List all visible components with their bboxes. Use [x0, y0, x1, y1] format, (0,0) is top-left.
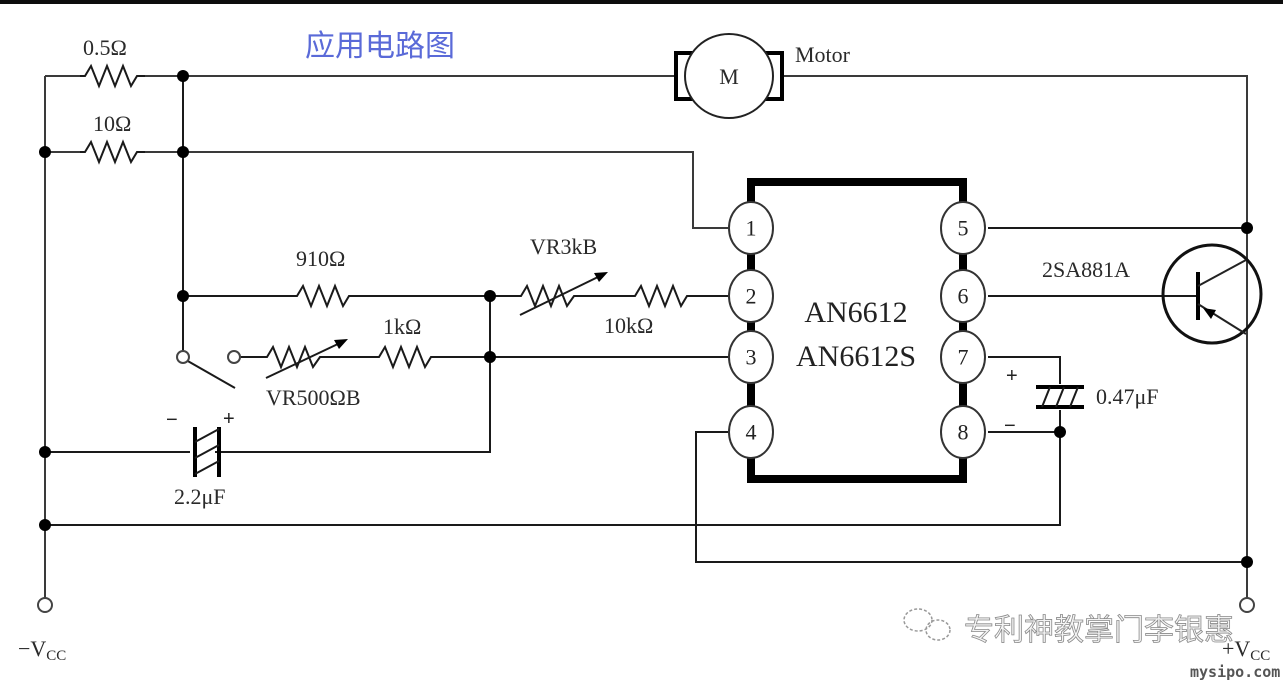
- ic-pin-6: 6: [940, 269, 986, 323]
- pos-vcc-terminal[interactable]: +VCC: [1222, 597, 1270, 664]
- label-r1: 0.5Ω: [83, 35, 127, 60]
- svg-text:4: 4: [746, 420, 757, 445]
- ic-pin-2: 2: [728, 269, 774, 323]
- junction-node: [177, 146, 189, 158]
- ic-an6612: AN6612 AN6612S 1 2 3 4 5 6 7 8: [728, 178, 986, 483]
- transistor-2sa881a: 2SA881A: [1042, 243, 1263, 345]
- junction-node: [484, 351, 496, 363]
- resistor-910ohm: 910Ω: [292, 246, 356, 309]
- switch-terminal[interactable]: [176, 350, 190, 364]
- switch-terminal[interactable]: [227, 350, 241, 364]
- pos-rail-wire: [782, 75, 1248, 598]
- neg-vcc-terminal[interactable]: −VCC: [18, 597, 66, 664]
- minus-sign: −: [1004, 415, 1016, 437]
- junction-node: [39, 446, 51, 458]
- variable-resistor-3k[interactable]: VR3kB: [516, 234, 608, 316]
- svg-text:2: 2: [746, 284, 757, 309]
- plus-sign: +: [223, 408, 235, 430]
- junction-node: [1054, 426, 1066, 438]
- wire-to-pin1: [145, 151, 728, 229]
- svg-text:1: 1: [746, 216, 757, 241]
- wechat-icon: [903, 608, 951, 641]
- watermark-site: mysipo.com: [1190, 663, 1280, 681]
- svg-text:3: 3: [746, 345, 757, 370]
- switch-lever[interactable]: [185, 359, 236, 389]
- watermark-text: 专利神教掌门李银惠: [964, 613, 1234, 648]
- svg-text:8: 8: [958, 420, 969, 445]
- neg-vcc-label: −VCC: [18, 636, 66, 664]
- wire-from-pin4: [695, 431, 1247, 563]
- svg-text:5: 5: [958, 216, 969, 241]
- ic-pin-5: 5: [940, 201, 986, 255]
- junction-node: [177, 70, 189, 82]
- motor-symbol: M: [719, 64, 739, 89]
- ic-pin-7: 7: [940, 330, 986, 384]
- resistor-10ohm: 10Ω: [80, 111, 145, 165]
- capacitor-0.47uF: + − 0.47μF: [1004, 365, 1159, 437]
- junction-nodes: [39, 70, 1253, 568]
- svg-text:7: 7: [958, 345, 969, 370]
- ic-pin-8: 8: [940, 405, 986, 459]
- ic-name-1: AN6612: [804, 296, 907, 329]
- label-c1: 2.2μF: [174, 484, 226, 509]
- ic-name-2: AN6612S: [796, 340, 916, 373]
- junction-node: [1241, 556, 1253, 568]
- label-transistor: 2SA881A: [1042, 257, 1130, 282]
- wires: [44, 75, 1248, 598]
- resistor-0.5ohm: 0.5Ω: [80, 35, 145, 89]
- junction-node: [39, 519, 51, 531]
- label-r3: 910Ω: [296, 246, 345, 271]
- diagram-title: 应用电路图: [305, 29, 455, 64]
- label-c2: 0.47μF: [1096, 384, 1159, 409]
- motor-label: Motor: [795, 42, 851, 67]
- wire-from-pin7: [988, 356, 1061, 384]
- motor: M Motor: [674, 33, 851, 119]
- junction-node: [1241, 222, 1253, 234]
- minus-sign: −: [166, 409, 178, 431]
- label-vr1: VR3kB: [530, 234, 597, 259]
- label-r2: 10Ω: [93, 111, 131, 136]
- junction-node: [484, 290, 496, 302]
- resistor-1k: 1kΩ: [374, 314, 438, 370]
- label-r4: 1kΩ: [383, 314, 421, 339]
- label-r5: 10kΩ: [604, 313, 653, 338]
- resistor-10k: 10kΩ: [604, 283, 694, 338]
- label-vr2: VR500ΩB: [266, 385, 361, 410]
- plus-sign: +: [1006, 365, 1018, 387]
- top-border-bar: [0, 0, 1283, 4]
- wire: [215, 296, 491, 453]
- variable-resistor-500ohm[interactable]: VR500ΩB: [262, 339, 361, 410]
- ic-pin-4: 4: [728, 405, 774, 459]
- wire: [45, 410, 1061, 526]
- watermark: 专利神教掌门李银惠 mysipo.com: [903, 608, 1280, 681]
- capacitor-2.2uF: − + 2.2μF: [166, 408, 235, 509]
- ic-pin-1: 1: [728, 201, 774, 255]
- ic-pin-3: 3: [728, 330, 774, 384]
- pos-vcc-label: +VCC: [1222, 636, 1270, 664]
- svg-text:6: 6: [958, 284, 969, 309]
- junction-node: [39, 146, 51, 158]
- junction-node: [177, 290, 189, 302]
